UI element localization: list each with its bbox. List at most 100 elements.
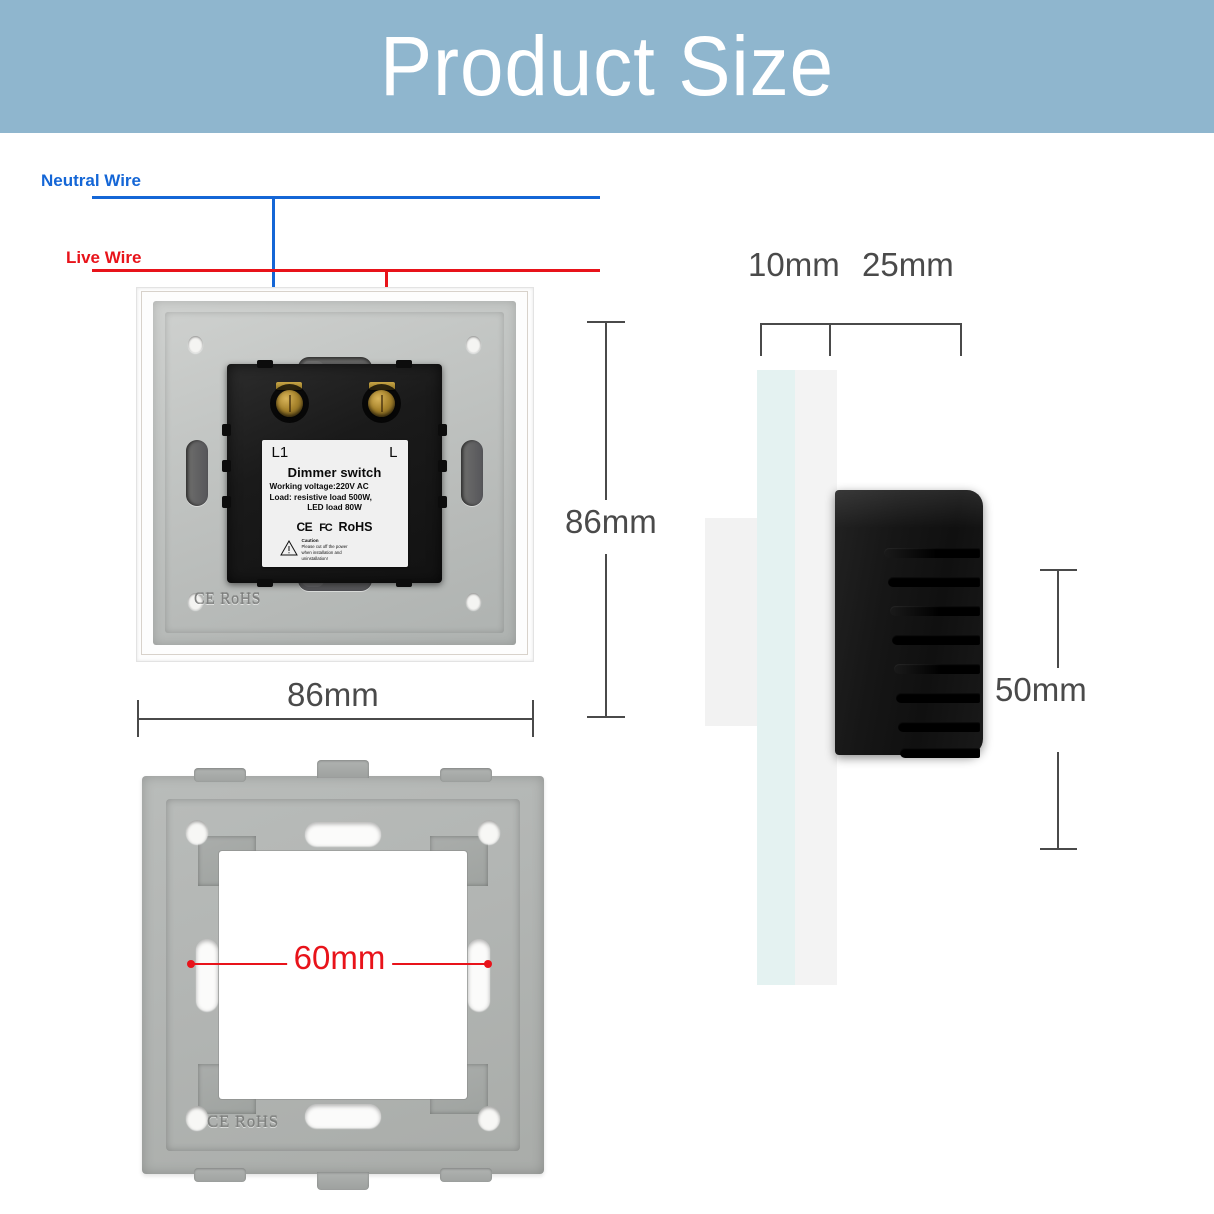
switch-module-body: L1 L Dimmer switch Working voltage:220V … [222, 360, 447, 587]
mount-hole-spacing-dimension: 60mm [187, 939, 492, 977]
caution-text-block: Caution Please cut off the power when in… [302, 538, 348, 563]
depth-dimension-line [760, 323, 962, 325]
terminal-screw-neutral [276, 390, 303, 417]
terminal-marking-l: L [389, 444, 398, 461]
depth-dimension-tick-3 [960, 323, 962, 356]
ce-mark-icon: CE [296, 519, 313, 534]
plate-embossed-ce-rohs: CE RoHS [194, 590, 262, 609]
frame-top-tab-left [194, 768, 246, 782]
certification-marks: CE FC RoHS [268, 520, 402, 534]
width-dimension-line [137, 718, 534, 720]
frame-top-tab-right [440, 768, 492, 782]
product-spec-label: L1 L Dimmer switch Working voltage:220V … [261, 440, 408, 568]
module-notch-left-3 [222, 496, 231, 508]
front-view-switch: CE RoHS [136, 287, 534, 662]
mount-hole-spacing-dot-left [187, 960, 195, 968]
module-notch-top-1 [257, 360, 273, 368]
caution-notice: Caution Please cut off the power when in… [268, 538, 402, 563]
live-wire-label: Live Wire [66, 248, 142, 267]
module-notch-bottom-2 [396, 579, 412, 587]
module-notch-right-2 [438, 460, 447, 472]
frame-mount-slot-left [196, 939, 218, 1011]
width-dimension-cap-left [137, 700, 139, 737]
side-view-glass-panel [757, 370, 795, 985]
caution-line-2: when installation and [301, 550, 342, 556]
body-height-dimension-cap-bottom [1040, 848, 1077, 850]
width-dimension-cap-right [532, 700, 534, 737]
page-title: Product Size [379, 19, 835, 113]
vent-slot-sheen-1 [884, 548, 980, 558]
neutral-wire-horizontal-line [92, 196, 600, 199]
frame-mount-slot-bottom [305, 1104, 381, 1128]
body-height-dimension-line-upper [1057, 570, 1059, 668]
spec-led-load: LED load 80W [307, 503, 362, 512]
depth-dimension-tick-1 [760, 323, 762, 356]
body-height-dimension-line-lower [1057, 752, 1059, 850]
vent-slot-4 [892, 635, 980, 645]
vent-slot-7 [898, 722, 980, 732]
mounting-slot-left [186, 440, 208, 506]
header-banner [0, 0, 1214, 133]
mounting-back-plate: CE RoHS [153, 301, 516, 645]
side-view-module-body [835, 490, 983, 758]
side-view-panel-edge [795, 370, 837, 985]
module-notch-top-2 [396, 360, 412, 368]
frame-bottom-tab-left [194, 1168, 246, 1182]
caution-line-3: uninstallation! [301, 556, 328, 562]
vent-slot-sheen-5 [894, 664, 980, 674]
terminal-marking-l1: L1 [271, 444, 289, 461]
vent-slot-6 [896, 693, 980, 703]
mounting-frame-view: CE RoHS [136, 760, 550, 1196]
frame-screw-hole-top-left [186, 820, 208, 844]
module-notch-right-3 [438, 496, 447, 508]
module-notch-bottom-1 [257, 579, 273, 587]
frame-screw-hole-bottom-left [186, 1106, 208, 1130]
frame-mount-slot-right [468, 939, 490, 1011]
frame-screw-hole-top-right [478, 820, 500, 844]
mount-hole-spacing-label: 60mm [286, 939, 393, 977]
mounting-slot-right [461, 440, 483, 506]
screw-hole-bottom-right [466, 593, 481, 610]
height-dimension-cap-top [587, 321, 625, 323]
screw-hole-bottom-left [188, 593, 203, 610]
height-dimension-line-upper [605, 322, 607, 500]
width-dimension-label: 86mm [287, 676, 379, 713]
vent-slot-3 [890, 606, 980, 616]
spec-text-block: Working voltage:220V AC Load: resistive … [268, 482, 402, 514]
frame-mount-slot-top [305, 822, 381, 846]
vent-slot-sheen-3 [890, 606, 980, 616]
body-depth-label: 25mm [862, 246, 954, 283]
warning-triangle-icon [279, 539, 298, 556]
rohs-mark-icon: RoHS [338, 519, 373, 534]
frame-top-center-tab [317, 760, 369, 778]
screw-hole-top-left [188, 336, 203, 353]
vent-slot-5 [894, 664, 980, 674]
terminal-markings: L1 L [268, 444, 402, 463]
side-view-body-highlight [835, 490, 983, 528]
live-wire-horizontal-line [92, 269, 600, 272]
fcc-mark-icon: FC [319, 521, 332, 534]
body-height-dimension-cap-top [1040, 569, 1077, 571]
terminal-screw-live [368, 390, 395, 417]
body-height-label: 50mm [995, 671, 1087, 708]
height-dimension-label: 86mm [565, 503, 657, 540]
side-view-switch [705, 370, 1065, 990]
module-notch-left-2 [222, 460, 231, 472]
mount-hole-spacing-dot-right [484, 960, 492, 968]
module-notch-right-1 [438, 424, 447, 436]
vent-slot-8 [900, 748, 980, 758]
screw-hole-top-right [466, 336, 481, 353]
height-dimension-cap-bottom [587, 716, 625, 718]
side-view-back-plate [705, 518, 757, 726]
neutral-wire-label: Neutral Wire [41, 171, 141, 190]
frame-bottom-center-tab [317, 1172, 369, 1190]
vent-slot-1 [884, 548, 980, 558]
module-notch-left-1 [222, 424, 231, 436]
caution-line-1: Please cut off the power [301, 544, 348, 550]
depth-dimension-tick-2 [829, 323, 831, 356]
caution-heading: Caution [301, 537, 319, 543]
height-dimension-line-lower [605, 554, 607, 718]
frame-screw-hole-bottom-right [478, 1106, 500, 1130]
vent-slot-2 [888, 577, 980, 587]
